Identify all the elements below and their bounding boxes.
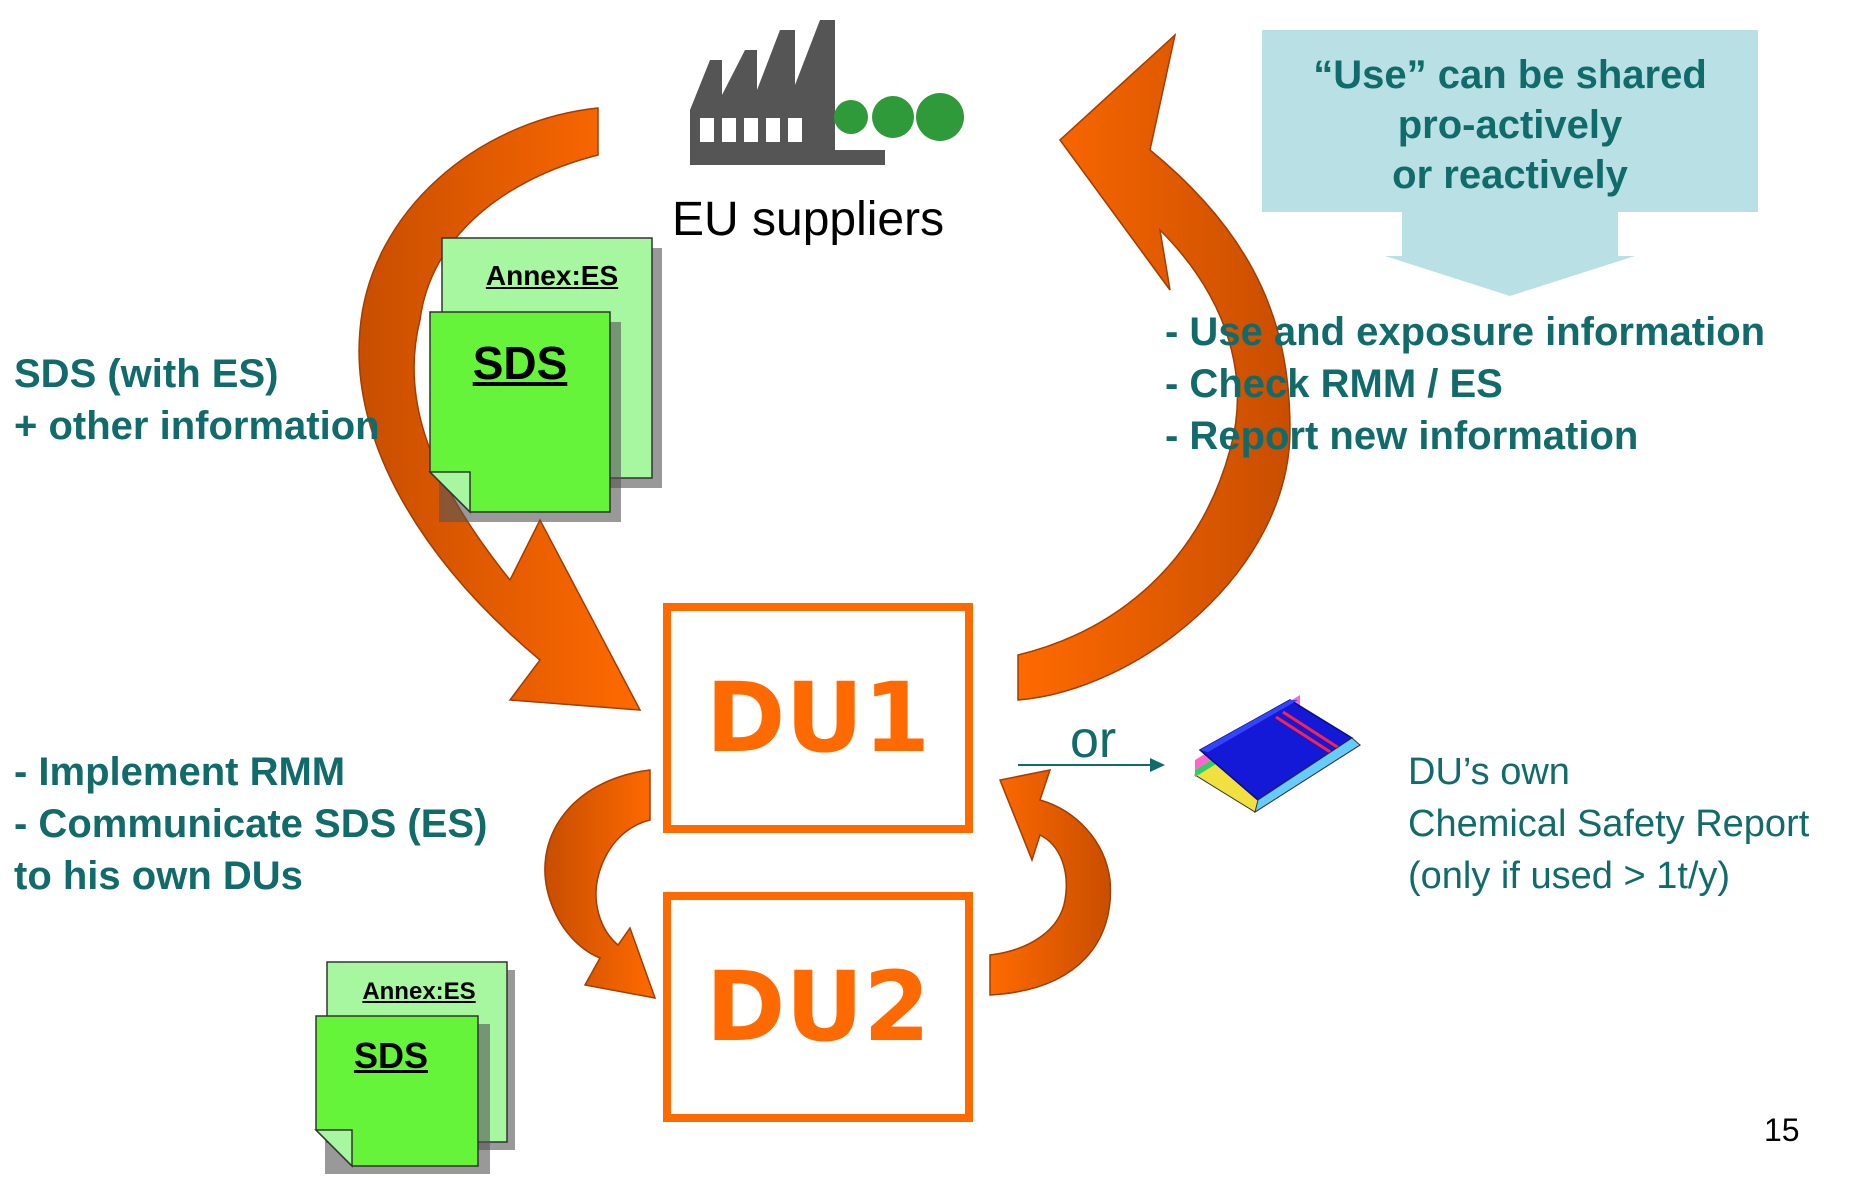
book-icon	[1194, 695, 1361, 814]
factory-icon	[690, 20, 885, 165]
right-info-text: - Use and exposure information - Check R…	[1165, 306, 1765, 462]
callout-text: “Use” can be shared pro-actively or reac…	[1262, 50, 1758, 200]
supplier-label: EU suppliers	[672, 193, 945, 246]
left-info-line: SDS (with ES)	[14, 352, 279, 396]
callout-line: or reactively	[1392, 153, 1628, 197]
implement-info-text: - Implement RMM - Communicate SDS (ES) t…	[14, 746, 487, 902]
sds-annex-label: Annex:ES	[485, 260, 619, 291]
sds-small-annex-label: Annex:ES	[362, 978, 476, 1005]
implement-info-line: - Communicate SDS (ES)	[14, 802, 488, 846]
page-number: 15	[1764, 1112, 1800, 1148]
sds-document-large	[428, 237, 662, 522]
or-arrow-head	[1150, 758, 1165, 772]
green-dot-icon	[872, 96, 914, 138]
left-info-text: SDS (with ES) + other information	[14, 348, 380, 452]
du2-label: DU2	[705, 951, 931, 1063]
callout-line: pro-actively	[1397, 103, 1623, 147]
right-info-line: - Use and exposure information	[1165, 310, 1766, 354]
implement-info-line: - Implement RMM	[14, 750, 346, 794]
implement-info-line: to his own DUs	[14, 854, 303, 898]
du1-to-supplier-arrow	[1017, 32, 1291, 701]
green-dot-icon	[834, 100, 868, 134]
green-dot-icon	[916, 93, 964, 141]
du2-box: DU2	[663, 892, 973, 1122]
sds-document-small	[314, 961, 515, 1174]
callout-line: “Use” can be shared	[1313, 53, 1707, 97]
or-label: or	[1070, 711, 1117, 769]
left-info-line: + other information	[14, 404, 380, 448]
sds-small-title: SDS	[353, 1035, 429, 1076]
csr-info-text: DU’s own Chemical Safety Report (only if…	[1408, 746, 1809, 902]
sds-title: SDS	[472, 337, 568, 389]
du1-label: DU1	[705, 662, 931, 774]
callout-shape	[1262, 30, 1758, 296]
right-info-line: - Check RMM / ES	[1165, 362, 1503, 406]
right-info-line: - Report new information	[1165, 414, 1639, 458]
csr-info-line: DU’s own	[1408, 751, 1570, 793]
csr-info-line: Chemical Safety Report	[1408, 803, 1810, 845]
csr-info-line: (only if used > 1t/y)	[1408, 855, 1731, 897]
du1-box: DU1	[663, 603, 973, 833]
du2-to-du1-arrow	[989, 769, 1112, 996]
supplier-to-du1-arrow	[358, 107, 642, 711]
du1-to-du2-arrow	[544, 769, 657, 999]
